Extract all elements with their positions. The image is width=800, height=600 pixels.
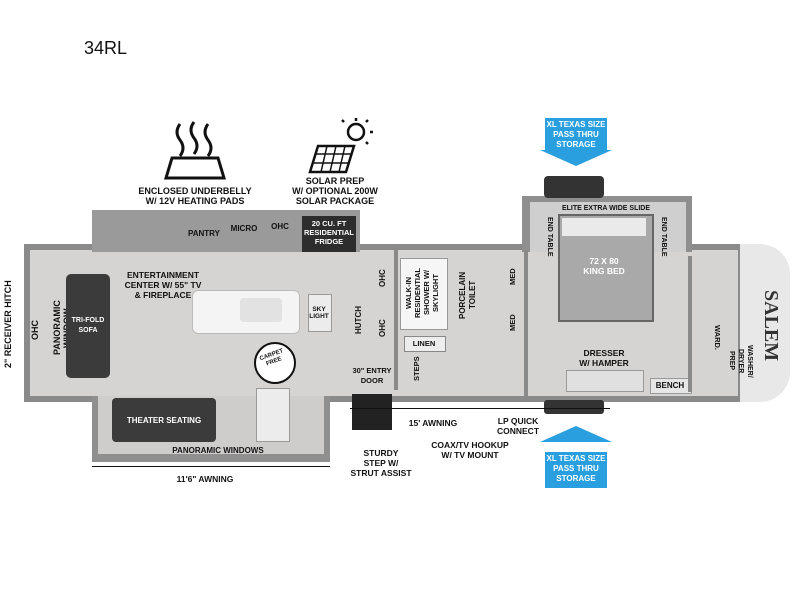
bench-label: BENCH xyxy=(655,381,685,390)
tri-fold-sofa xyxy=(66,274,110,378)
linen xyxy=(404,336,446,352)
washer-label: WASHER/ DRYER PREP xyxy=(728,344,753,378)
awning-15-line xyxy=(350,408,610,409)
skylight-label: SKY LIGHT xyxy=(309,306,329,320)
end-table-left-label: END TABLE xyxy=(546,217,553,257)
pantry-label: PANTRY xyxy=(188,229,220,238)
dresser xyxy=(566,370,644,392)
panoramic-windows-label: PANORAMIC WINDOWS xyxy=(172,446,264,455)
panoramic-window-label: PANORAMIC WINDOW xyxy=(52,300,72,356)
bathroom-wall-right xyxy=(524,250,528,396)
storage-box-bottom xyxy=(544,400,604,414)
med1-label: MED xyxy=(508,268,517,286)
wardrobe-wall xyxy=(688,256,692,392)
linen-label: LINEN xyxy=(412,339,436,348)
solar-panel-icon xyxy=(308,118,373,174)
coax-label: COAX/TV HOOKUP W/ TV MOUNT xyxy=(431,440,509,460)
theater-seating xyxy=(112,398,216,442)
shower-label: WALK-IN RESIDENTIAL SHOWER W/ SKYLIGHT xyxy=(404,268,440,319)
storage-arrow-bottom xyxy=(540,426,612,442)
entry-door-label: 30" ENTRY DOOR xyxy=(352,366,392,385)
dresser-label: DRESSER W/ HAMPER xyxy=(579,348,629,368)
underbelly-label: ENCLOSED UNDERBELLY W/ 12V HEATING PADS xyxy=(138,186,252,206)
storage-box-top xyxy=(544,176,604,198)
med2-label: MED xyxy=(508,314,517,332)
solar-label: SOLAR PREP W/ OPTIONAL 200W SOLAR PACKAG… xyxy=(292,176,378,206)
front-nose xyxy=(740,244,790,402)
brand-logo: SALEM xyxy=(760,290,782,362)
model-title: 34RL xyxy=(84,38,128,58)
toilet-label: PORCELAIN TOILET xyxy=(458,271,477,319)
shower xyxy=(400,258,448,330)
entry-steps xyxy=(352,394,392,430)
awning-main-label: 11'6" AWNING xyxy=(176,474,234,484)
awning-main-line xyxy=(92,466,330,467)
wardrobe-label: WARD. xyxy=(713,324,722,350)
bed-label: 72 X 80 KING BED xyxy=(583,256,625,276)
ohc-kitchen-label: OHC xyxy=(271,222,289,231)
end-table-right-label: END TABLE xyxy=(660,217,667,257)
hutch-label: HUTCH xyxy=(354,306,363,334)
lp-label: LP QUICK CONNECT xyxy=(496,416,540,436)
steps-label: STEPS xyxy=(412,356,421,382)
sink xyxy=(240,298,282,322)
heating-pads-icon xyxy=(163,121,227,180)
storage-callout-bottom: XL TEXAS SIZE PASS THRU STORAGE xyxy=(545,452,607,488)
ohc-mid1-label: OHC xyxy=(378,269,387,287)
dinette-table xyxy=(256,388,290,442)
fridge-label: 20 CU. FT RESIDENTIAL FRIDGE xyxy=(303,219,354,246)
bathroom-wall xyxy=(394,250,398,390)
awning-15-label: 15' AWNING xyxy=(408,418,458,428)
storage-arrow-top xyxy=(540,150,612,166)
bed-pillows xyxy=(562,218,646,236)
receiver-hitch-label: 2" RECEIVER HITCH xyxy=(3,280,13,368)
sturdy-step-label: STURDY STEP W/ STRUT ASSIST xyxy=(350,448,412,478)
slide-label: ELITE EXTRA WIDE SLIDE xyxy=(561,205,651,212)
ohc-mid2-label: OHC xyxy=(378,319,387,337)
fridge xyxy=(302,216,356,252)
sofa-label: TRI-FOLD SOFA xyxy=(71,317,105,334)
micro-label: MICRO xyxy=(230,224,258,233)
storage-callout-top: XL TEXAS SIZE PASS THRU STORAGE xyxy=(545,118,607,150)
theater-label: THEATER SEATING xyxy=(126,416,202,425)
carpet-free-badge xyxy=(254,342,296,384)
ohc-rear-label: OHC xyxy=(30,320,40,340)
entertainment-label: ENTERTAINMENT CENTER W/ 55" TV & FIREPLA… xyxy=(124,270,202,300)
skylight xyxy=(308,294,332,332)
